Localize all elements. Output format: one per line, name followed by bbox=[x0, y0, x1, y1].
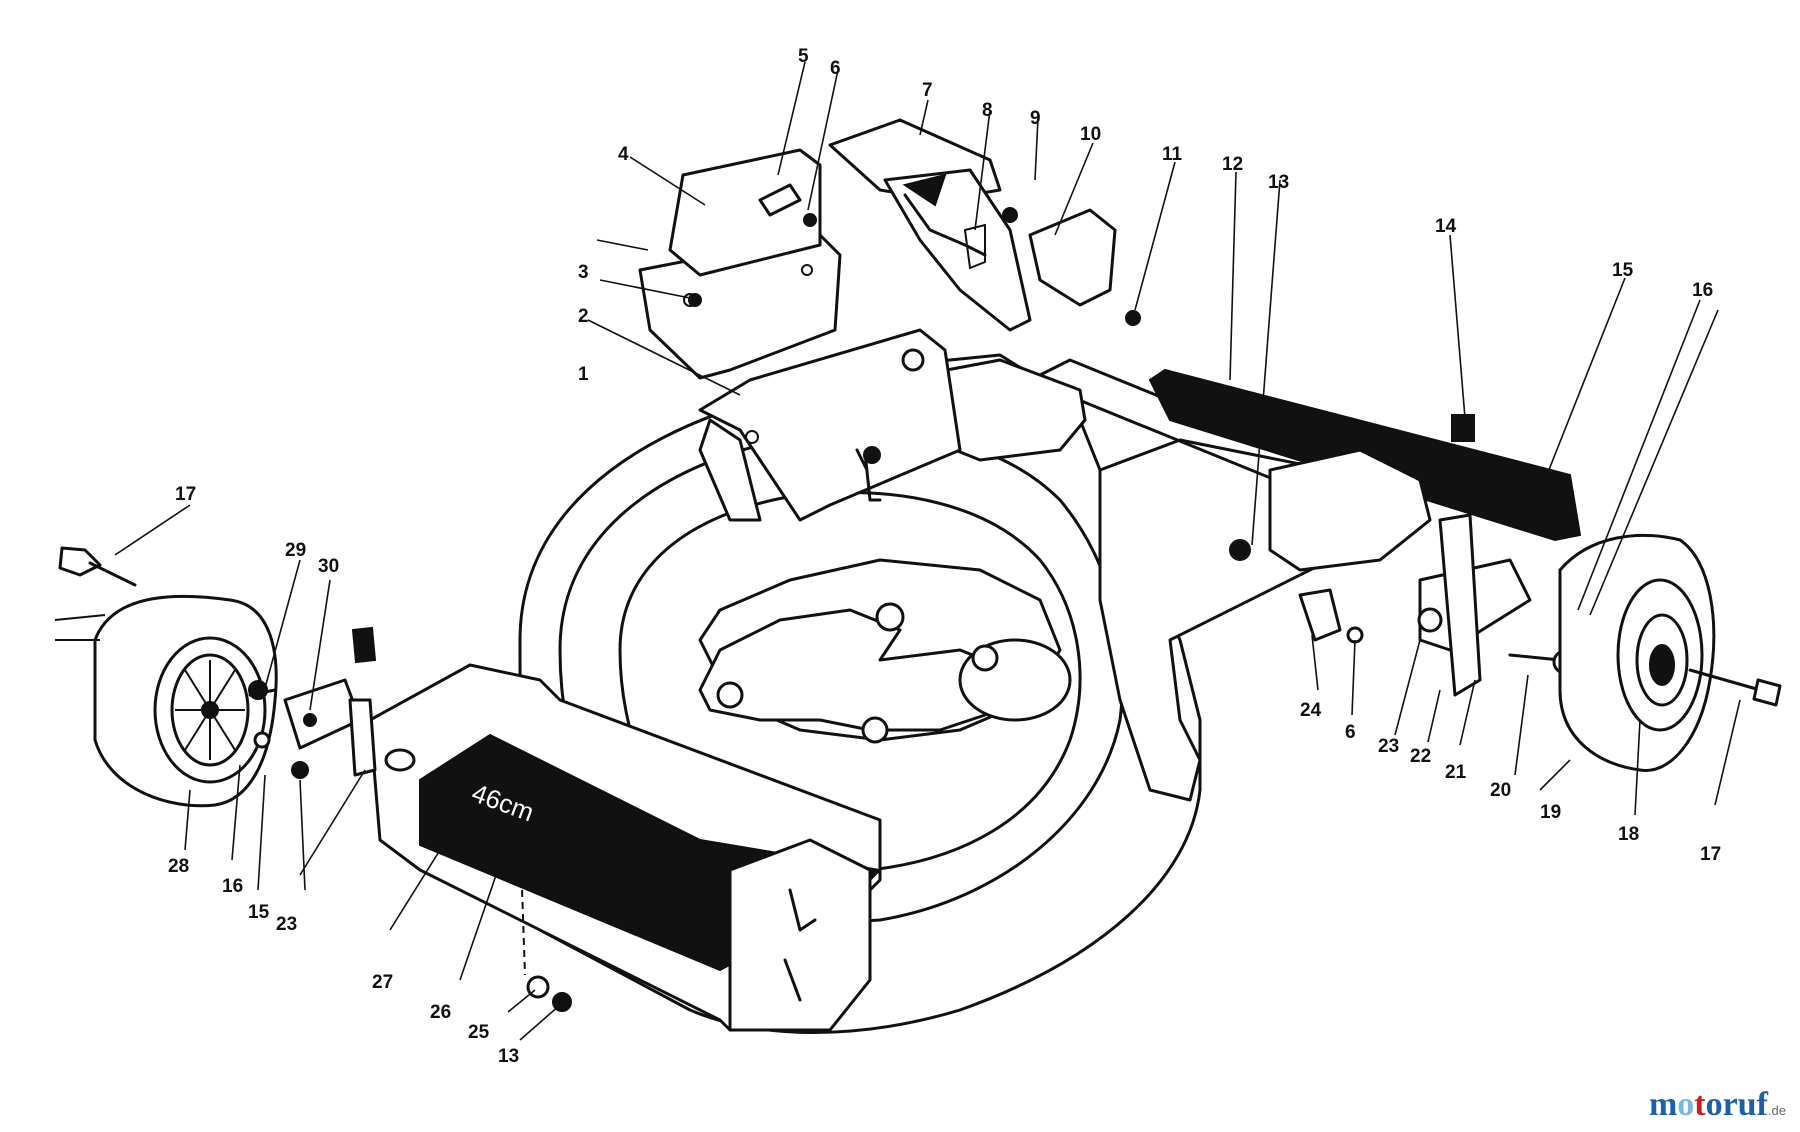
height-adjuster-assembly bbox=[828, 118, 1141, 332]
leader-lines bbox=[114, 61, 1741, 1041]
callout-17: 17 bbox=[175, 484, 196, 505]
handle-bracket-assembly bbox=[638, 148, 962, 522]
callout-20: 20 bbox=[1490, 780, 1511, 801]
callout-7: 7 bbox=[922, 80, 933, 101]
callout-8: 8 bbox=[982, 100, 993, 121]
callout-14: 14 bbox=[1435, 216, 1457, 237]
callout-3: 3 bbox=[578, 262, 589, 283]
callout-18: 18 bbox=[1618, 824, 1639, 845]
rear-cap-14 bbox=[1451, 414, 1475, 442]
callout-15: 15 bbox=[1612, 260, 1634, 281]
callout-21: 21 bbox=[1445, 762, 1467, 783]
callout-25: 25 bbox=[468, 1022, 490, 1043]
callout-10: 10 bbox=[1080, 124, 1101, 145]
callout-26: 26 bbox=[430, 1002, 451, 1023]
callout-6: 6 bbox=[830, 58, 841, 79]
left-wheel bbox=[54, 546, 377, 808]
callout-labels: 1 2 3 4 5 6 7 8 9 10 11 12 13 14 15 16 1… bbox=[168, 46, 1721, 1067]
callout-16: 16 bbox=[1692, 280, 1713, 301]
callout-13-b: 13 bbox=[498, 1046, 519, 1067]
motoruf-watermark: motoruf.de bbox=[1649, 1086, 1786, 1124]
front-skirt: 46cm bbox=[368, 663, 883, 1032]
callout-28: 28 bbox=[168, 856, 189, 877]
callout-12: 12 bbox=[1222, 154, 1243, 175]
watermark-part-4: oruf bbox=[1705, 1086, 1768, 1123]
watermark-part-2: o bbox=[1677, 1086, 1695, 1123]
watermark-part-5: .de bbox=[1767, 1103, 1786, 1118]
callout-24: 24 bbox=[1300, 700, 1322, 721]
watermark-part-3: t bbox=[1694, 1086, 1706, 1123]
callout-30: 30 bbox=[318, 556, 339, 577]
callout-19: 19 bbox=[1540, 802, 1561, 823]
watermark-part-1: m bbox=[1648, 1086, 1678, 1123]
callout-16-b: 16 bbox=[222, 876, 243, 897]
callout-27: 27 bbox=[372, 972, 393, 993]
callout-11: 11 bbox=[1162, 144, 1183, 165]
callout-2: 2 bbox=[578, 306, 589, 327]
callout-5: 5 bbox=[798, 46, 809, 67]
callout-23-b: 23 bbox=[276, 914, 297, 935]
callout-1: 1 bbox=[578, 364, 589, 385]
callout-29: 29 bbox=[285, 540, 306, 561]
callout-4: 4 bbox=[618, 144, 629, 165]
callout-15-b: 15 bbox=[248, 902, 270, 923]
callout-9: 9 bbox=[1030, 108, 1041, 129]
callout-13: 13 bbox=[1268, 172, 1289, 193]
callout-6-b: 6 bbox=[1345, 722, 1356, 743]
callout-22: 22 bbox=[1410, 746, 1431, 767]
callout-23: 23 bbox=[1378, 736, 1399, 757]
callout-17-b: 17 bbox=[1700, 844, 1721, 865]
